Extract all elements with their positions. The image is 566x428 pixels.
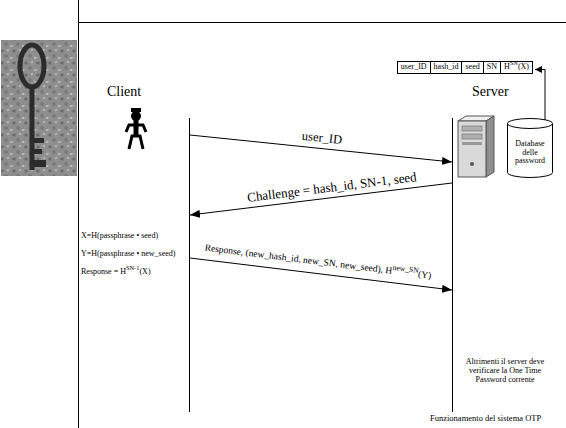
field-name: H [504, 62, 510, 71]
figure-head [131, 111, 141, 121]
note-text: Response = H [81, 267, 126, 276]
key-tooth [34, 138, 44, 143]
actor-label: Server [452, 82, 552, 101]
database-label: Database delle password [510, 140, 550, 166]
client-computation: Y=H(passphrase • new_seed) [81, 249, 175, 258]
field-name: seed [465, 62, 479, 71]
stick-figure [126, 108, 146, 149]
client-computation: Response = HSN-1(X) [81, 267, 151, 276]
table-cell: seed [461, 61, 483, 74]
server-icon [458, 116, 494, 177]
field-name: SN [487, 62, 497, 71]
figure-body [134, 120, 139, 136]
lifeline [189, 118, 190, 412]
table-cell: user_ID [397, 61, 431, 74]
table-cell: HSN(X) [500, 61, 533, 74]
note-text: SN-1 [126, 265, 140, 272]
caption-text: Funzionamento del sistema OTP [430, 413, 541, 423]
database-cylinder: Database delle password [507, 118, 553, 178]
leader-arrow [535, 70, 545, 121]
message-label: Challenge = hash_id, SN-1, seed [246, 170, 417, 206]
figure-legs [129, 136, 143, 149]
figure-caption: Funzionamento del sistema OTP [430, 414, 541, 424]
cylinder-body [508, 119, 553, 178]
field-name: hash_id [434, 62, 459, 71]
tower-front [458, 121, 486, 177]
field-name: user_ID [401, 62, 427, 71]
password-record: user_IDhash_idseedSNHSN(X) [398, 61, 533, 74]
key-photo [1, 40, 77, 176]
note-text: Altrimenti il server deve verificare la … [466, 357, 544, 384]
actor-label: Client [90, 82, 190, 101]
client-computation: X=H(passphrase • seed) [81, 231, 158, 240]
drive-bay [462, 134, 482, 139]
tower-side [486, 116, 494, 177]
table-cell: SN [483, 61, 501, 74]
field-name: (X) [518, 62, 529, 71]
drive-bay [462, 126, 482, 131]
frame-line [78, 22, 566, 23]
message-text: user_ID [301, 129, 343, 147]
field-name: SN [510, 59, 518, 66]
power-button [470, 162, 474, 166]
figure-arms [126, 125, 146, 132]
note-text: X=H(passphrase • seed) [81, 231, 158, 240]
message-text: Challenge = hash_id, SN-1, seed [246, 169, 417, 205]
frame-line [78, 0, 79, 428]
client-lifeline: Client [90, 82, 190, 412]
key-shaft [30, 87, 35, 170]
note-text: new_SN [392, 263, 419, 275]
lifeline [452, 118, 453, 412]
key-handle [20, 45, 44, 87]
message-label: user_ID [301, 129, 343, 148]
note-text: Y=H(passphrase • new_seed) [81, 249, 175, 258]
drive-bay [462, 142, 482, 145]
message-label: Response, (new_hash_id, new_SN, new_seed… [204, 242, 432, 281]
cylinder-rim [508, 124, 553, 129]
table-cell: hash_id [430, 61, 463, 74]
server-note: Altrimenti il server deve verificare la … [455, 357, 555, 385]
note-text: (Y) [418, 269, 432, 281]
note-text: (X) [139, 267, 150, 276]
key-tooth [34, 149, 42, 154]
photo-ground [1, 40, 77, 176]
key-tooth [34, 160, 46, 167]
